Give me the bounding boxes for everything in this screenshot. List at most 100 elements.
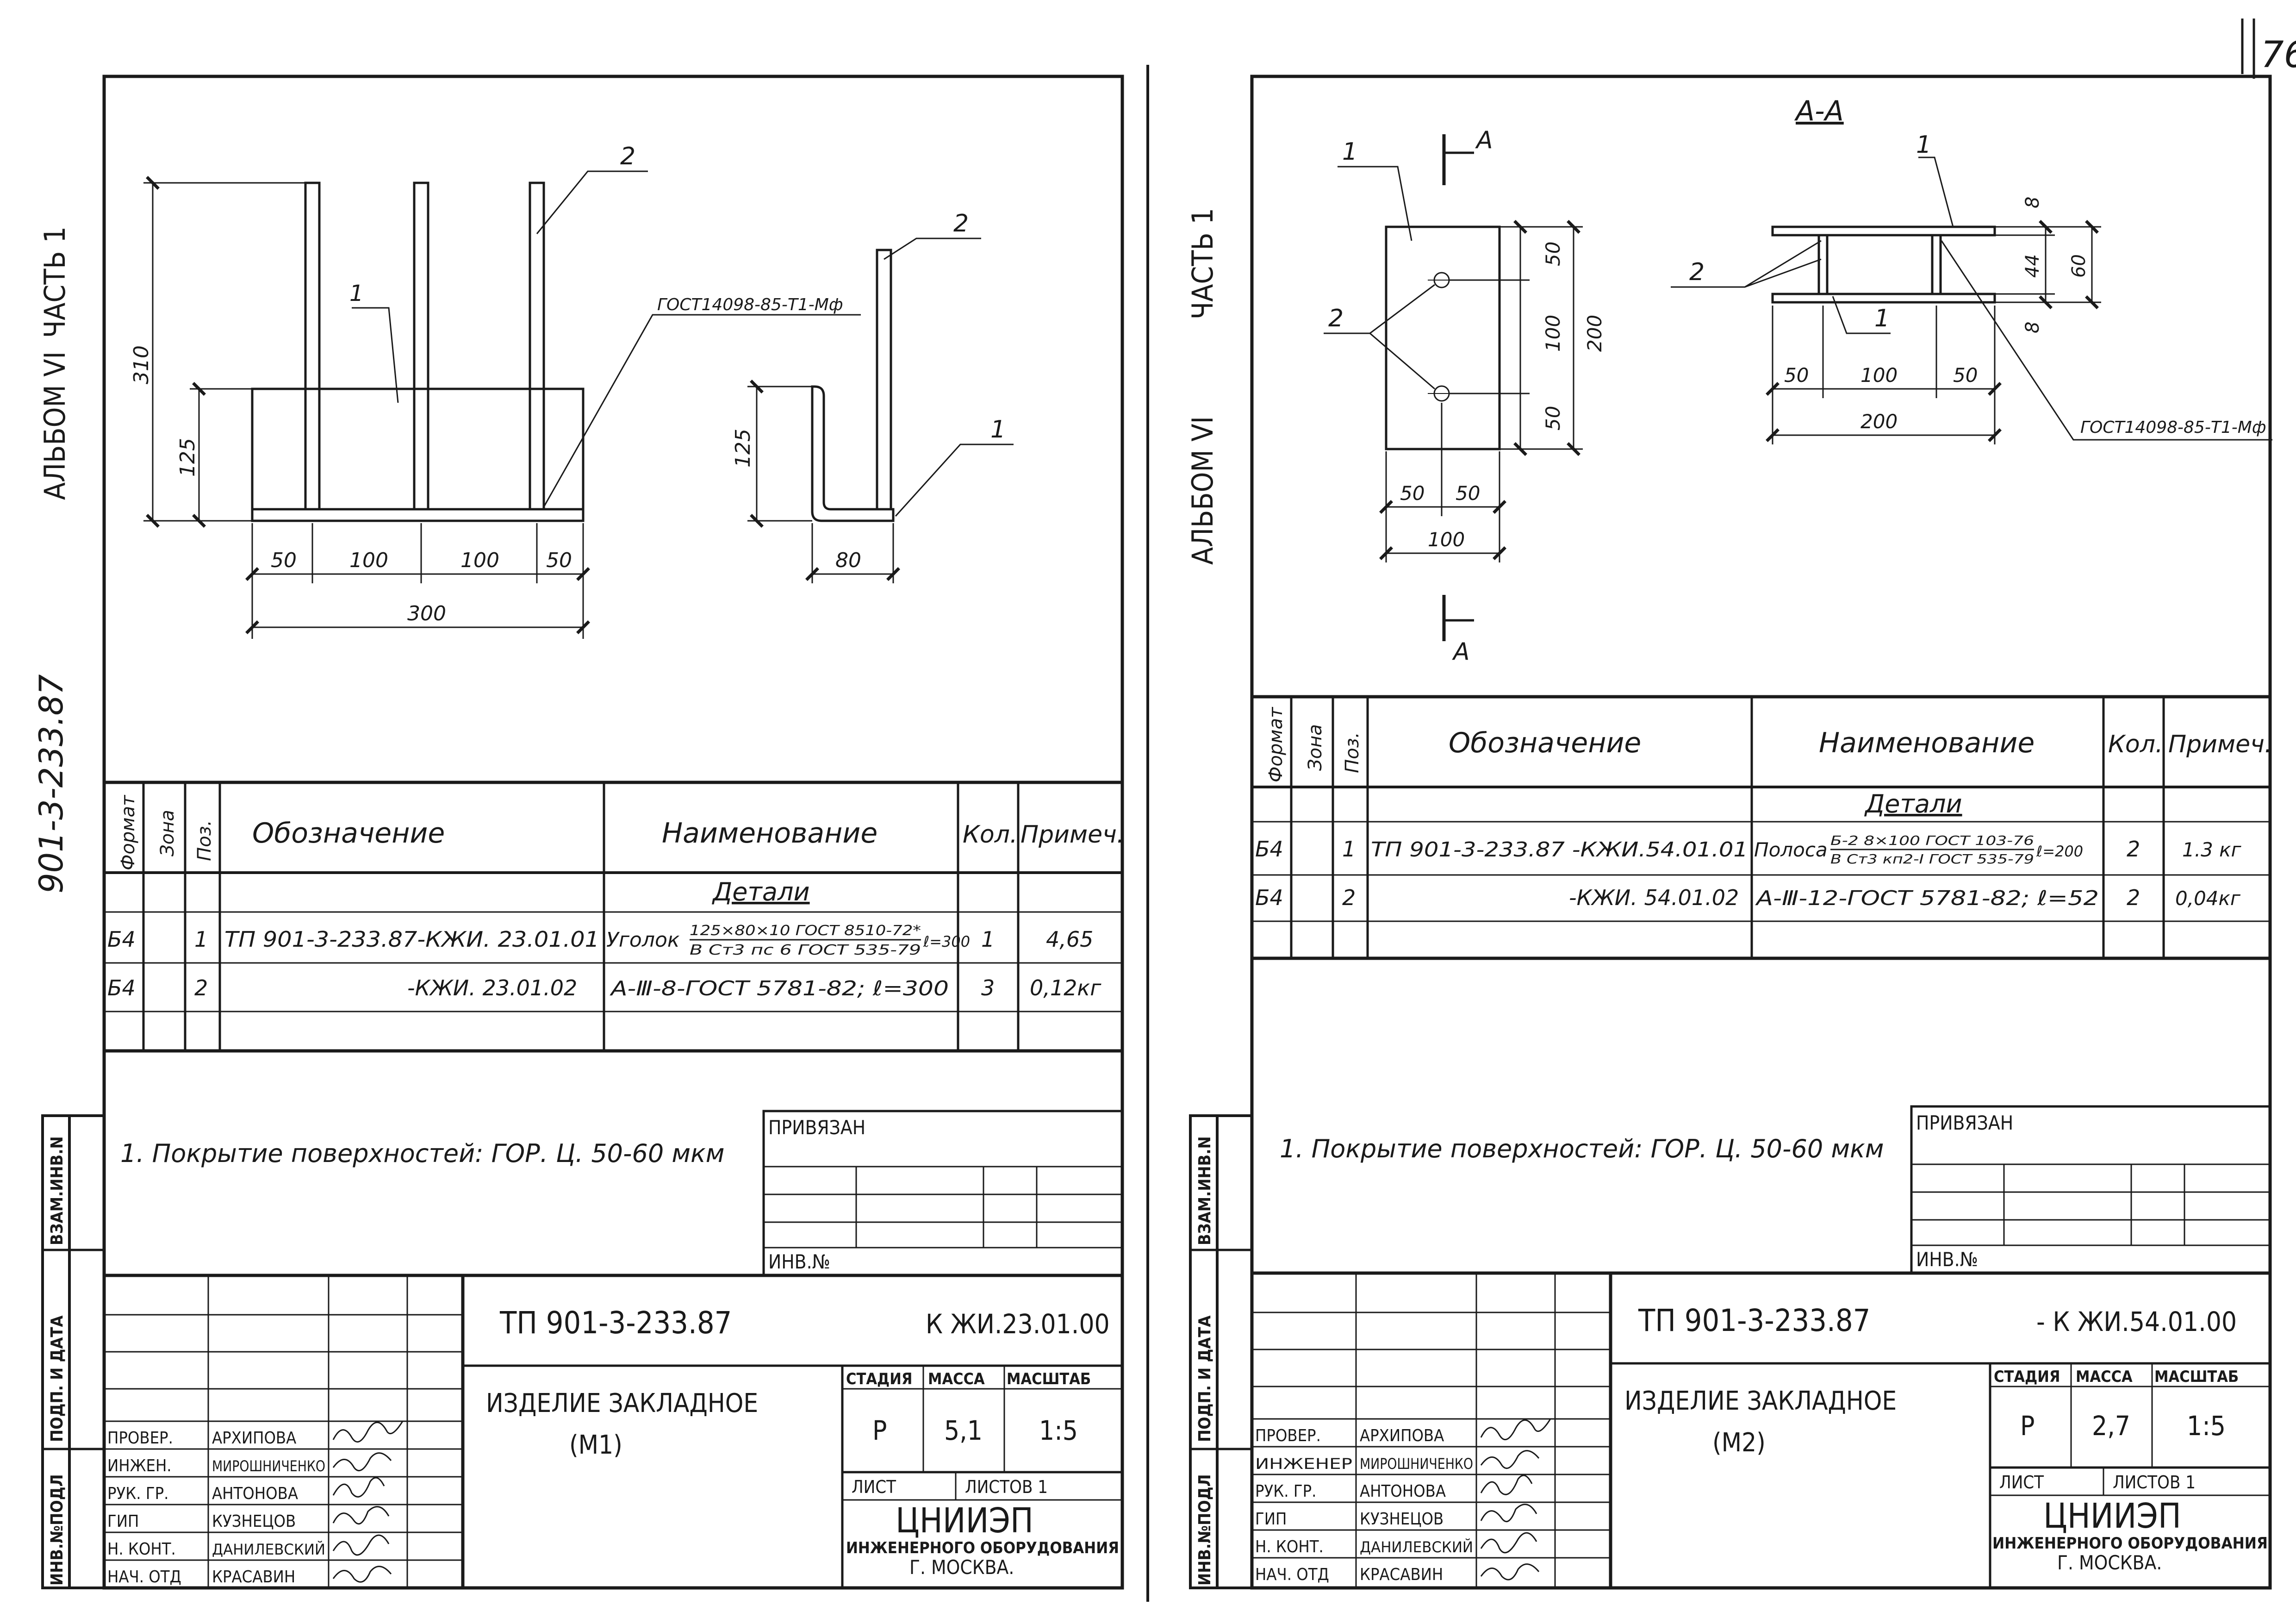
r-scale-label: МАСШТАБ [2154,1368,2239,1386]
dim-44: 44 [2022,254,2043,278]
stamp-invpodl-r: ИНВ.№ПОДЛ [1195,1474,1214,1586]
row1-qty: 1 [981,927,995,952]
signer-name-2: МИРОШНИЧЕНКО [212,1457,325,1475]
dim-100-mid: 100 [1542,315,1564,352]
stamp-podp-r: ПОДП. И ДАТА [1195,1315,1214,1442]
r-signer-name-4: КУЗНЕЦОВ [1360,1510,1444,1529]
hdr-qty-r: Кол. [2108,731,2163,758]
signer-role-1: ПРОВЕР. [107,1429,173,1448]
pos-label-1-sec: 1 [1916,131,1931,159]
r-row1-name-main: Полоса [1754,838,1828,861]
side-view: 125 80 2 1 [731,210,1014,583]
pos-label-1: 1 [349,281,364,306]
sheet-label: ЛИСТ [852,1477,896,1497]
dim-100-mid2: 100 [460,549,499,572]
dim-8-top: 8 [2022,197,2043,208]
pos-label-2-sec: 2 [1689,258,1705,286]
section-details-r: Детали [1864,789,1962,818]
row1-format: Б4 [107,927,136,952]
hdr-format: Формат [118,794,139,870]
r-signer-name-5: ДАНИЛЕВСКИЙ [1360,1538,1473,1556]
signer-role-6: НАЧ. ОТД [107,1568,181,1587]
r-sheet-code: - К ЖИ.54.01.00 [2036,1306,2237,1337]
dim-50-s-left: 50 [1784,364,1809,387]
dim-100-s: 100 [1860,364,1898,387]
plate-plan-view: А А 50 100 50 200 50 50 100 [1324,126,1606,666]
project-code: 901-3-233.87 [32,674,70,893]
signature-3 [332,1477,385,1498]
r-row1-pos: 1 [1342,837,1356,862]
hdr-note-r: Примеч. [2168,731,2272,758]
stamp-vzam: ВЗАМ.ИНВ.N [48,1136,67,1245]
doc-number: ТП 901-3-233.87 [499,1305,732,1341]
r-org-name: ЦНИИЭП [2043,1496,2181,1536]
r-signature-3 [1480,1474,1533,1495]
row1-pos: 1 [194,927,208,952]
mass-value: 5,1 [944,1415,983,1446]
r-row2-qty: 2 [2127,885,2140,910]
hdr-pos-r: Поз. [1342,732,1363,773]
r-signature-4 [1480,1504,1537,1523]
item-name: ИЗДЕЛИЕ ЗАКЛАДНОЕ [486,1388,758,1418]
signature-1 [332,1421,404,1443]
r-mass-value: 2,7 [2092,1410,2130,1442]
r-row1-name-top: Б-2 8×100 ГОСТ 103-76 [1830,833,2034,848]
r-row2-note: 0,04кг [2175,887,2241,910]
row2-note: 0,12кг [1030,975,1101,1000]
privyazan-label-r: ПРИВЯЗАН [1916,1112,2013,1134]
dim-100-mid1: 100 [349,549,388,572]
r-signature-1 [1480,1418,1551,1441]
right-sheet: АЛЬБОМ VI ЧАСТЬ 1 ВЗАМ.ИНВ.N ПОДП. И ДАТ… [1186,75,2272,1590]
pos-label-2-r: 2 [1328,305,1344,332]
item-mark: (М1) [569,1430,622,1460]
stage-label: СТАДИЯ [846,1370,912,1388]
hdr-format-r: Формат [1265,706,1287,782]
r-signature-2 [1480,1450,1540,1469]
signer-role-5: Н. КОНТ. [107,1540,176,1559]
weld-note-right: ГОСТ14098-85-Т1-Мф [2080,418,2266,437]
hdr-zone-r: Зона [1305,724,1326,771]
coating-note: 1. Покрытие поверхностей: ГОР. Ц. 50-60 … [120,1139,725,1168]
inv-no-label: ИНВ.№ [768,1250,830,1273]
row2-name: А-Ⅲ-8-ГОСТ 5781-82; ℓ=300 [609,977,949,1000]
dim-50-s-right: 50 [1953,364,1978,387]
signature-4 [332,1506,390,1525]
r-sheet-label: ЛИСТ [1999,1472,2044,1493]
signer-role-3: РУК. ГР. [107,1484,168,1503]
signer-role-2: ИНЖЕН. [107,1456,172,1475]
r-row2-name: А-Ⅲ-12-ГОСТ 5781-82; ℓ=52 [1755,887,2099,910]
dim-50-left: 50 [271,549,297,572]
front-view: 310 125 50 100 100 50 300 1 2 ГОСТ14098-… [130,143,861,639]
left-sheet: АЛЬБОМ VI ЧАСТЬ 1 901-3-233.87 ВЗАМ.ИНВ.… [32,75,1124,1590]
r-signer-role-3: РУК. ГР. [1255,1482,1316,1501]
row1-designation: ТП 901-3-233.87-КЖИ. 23.01.01 [224,927,599,952]
dim-60: 60 [2068,254,2090,278]
r-signer-name-3: АНТОНОВА [1360,1482,1446,1501]
r-mass-label: МАССА [2076,1368,2133,1386]
dim-125-side: 125 [731,429,755,468]
mass-label: МАССА [928,1370,985,1388]
section-a-a: А-А 8 44 8 60 50 100 50 20 [1671,95,2272,444]
dim-50-top: 50 [1542,242,1564,266]
dim-80: 80 [835,549,861,572]
album-label-r: АЛЬБОМ VI [1186,416,1220,565]
r-signer-name-1: АРХИПОВА [1360,1426,1444,1445]
spec-table-right: Формат Зона Поз. Обозначение Наименовани… [1252,695,2272,960]
r-scale-value: 1:5 [2187,1410,2226,1442]
inv-no-label-r: ИНВ.№ [1916,1248,1978,1271]
page-number: 76 [2261,34,2296,76]
sheet-code: К ЖИ.23.01.00 [926,1308,1110,1340]
signature-2 [332,1452,392,1472]
dim-8-bottom: 8 [2022,322,2043,333]
signer-role-4: ГИП [107,1512,139,1531]
r-doc-number: ТП 901-3-233.87 [1638,1303,1870,1338]
signer-name-6: КРАСАВИН [212,1568,295,1587]
r-signer-role-4: ГИП [1255,1510,1287,1529]
r-sheets-label: ЛИСТОВ 1 [2113,1472,2196,1493]
r-signer-role-1: ПРОВЕР. [1255,1426,1321,1445]
row1-name-len: ℓ=300 [923,933,970,950]
dim-100-h: 100 [1428,528,1465,551]
dim-310: 310 [130,345,153,384]
row2-pos: 2 [194,975,208,1000]
weld-note-left: ГОСТ14098-85-Т1-Мф [657,295,843,314]
